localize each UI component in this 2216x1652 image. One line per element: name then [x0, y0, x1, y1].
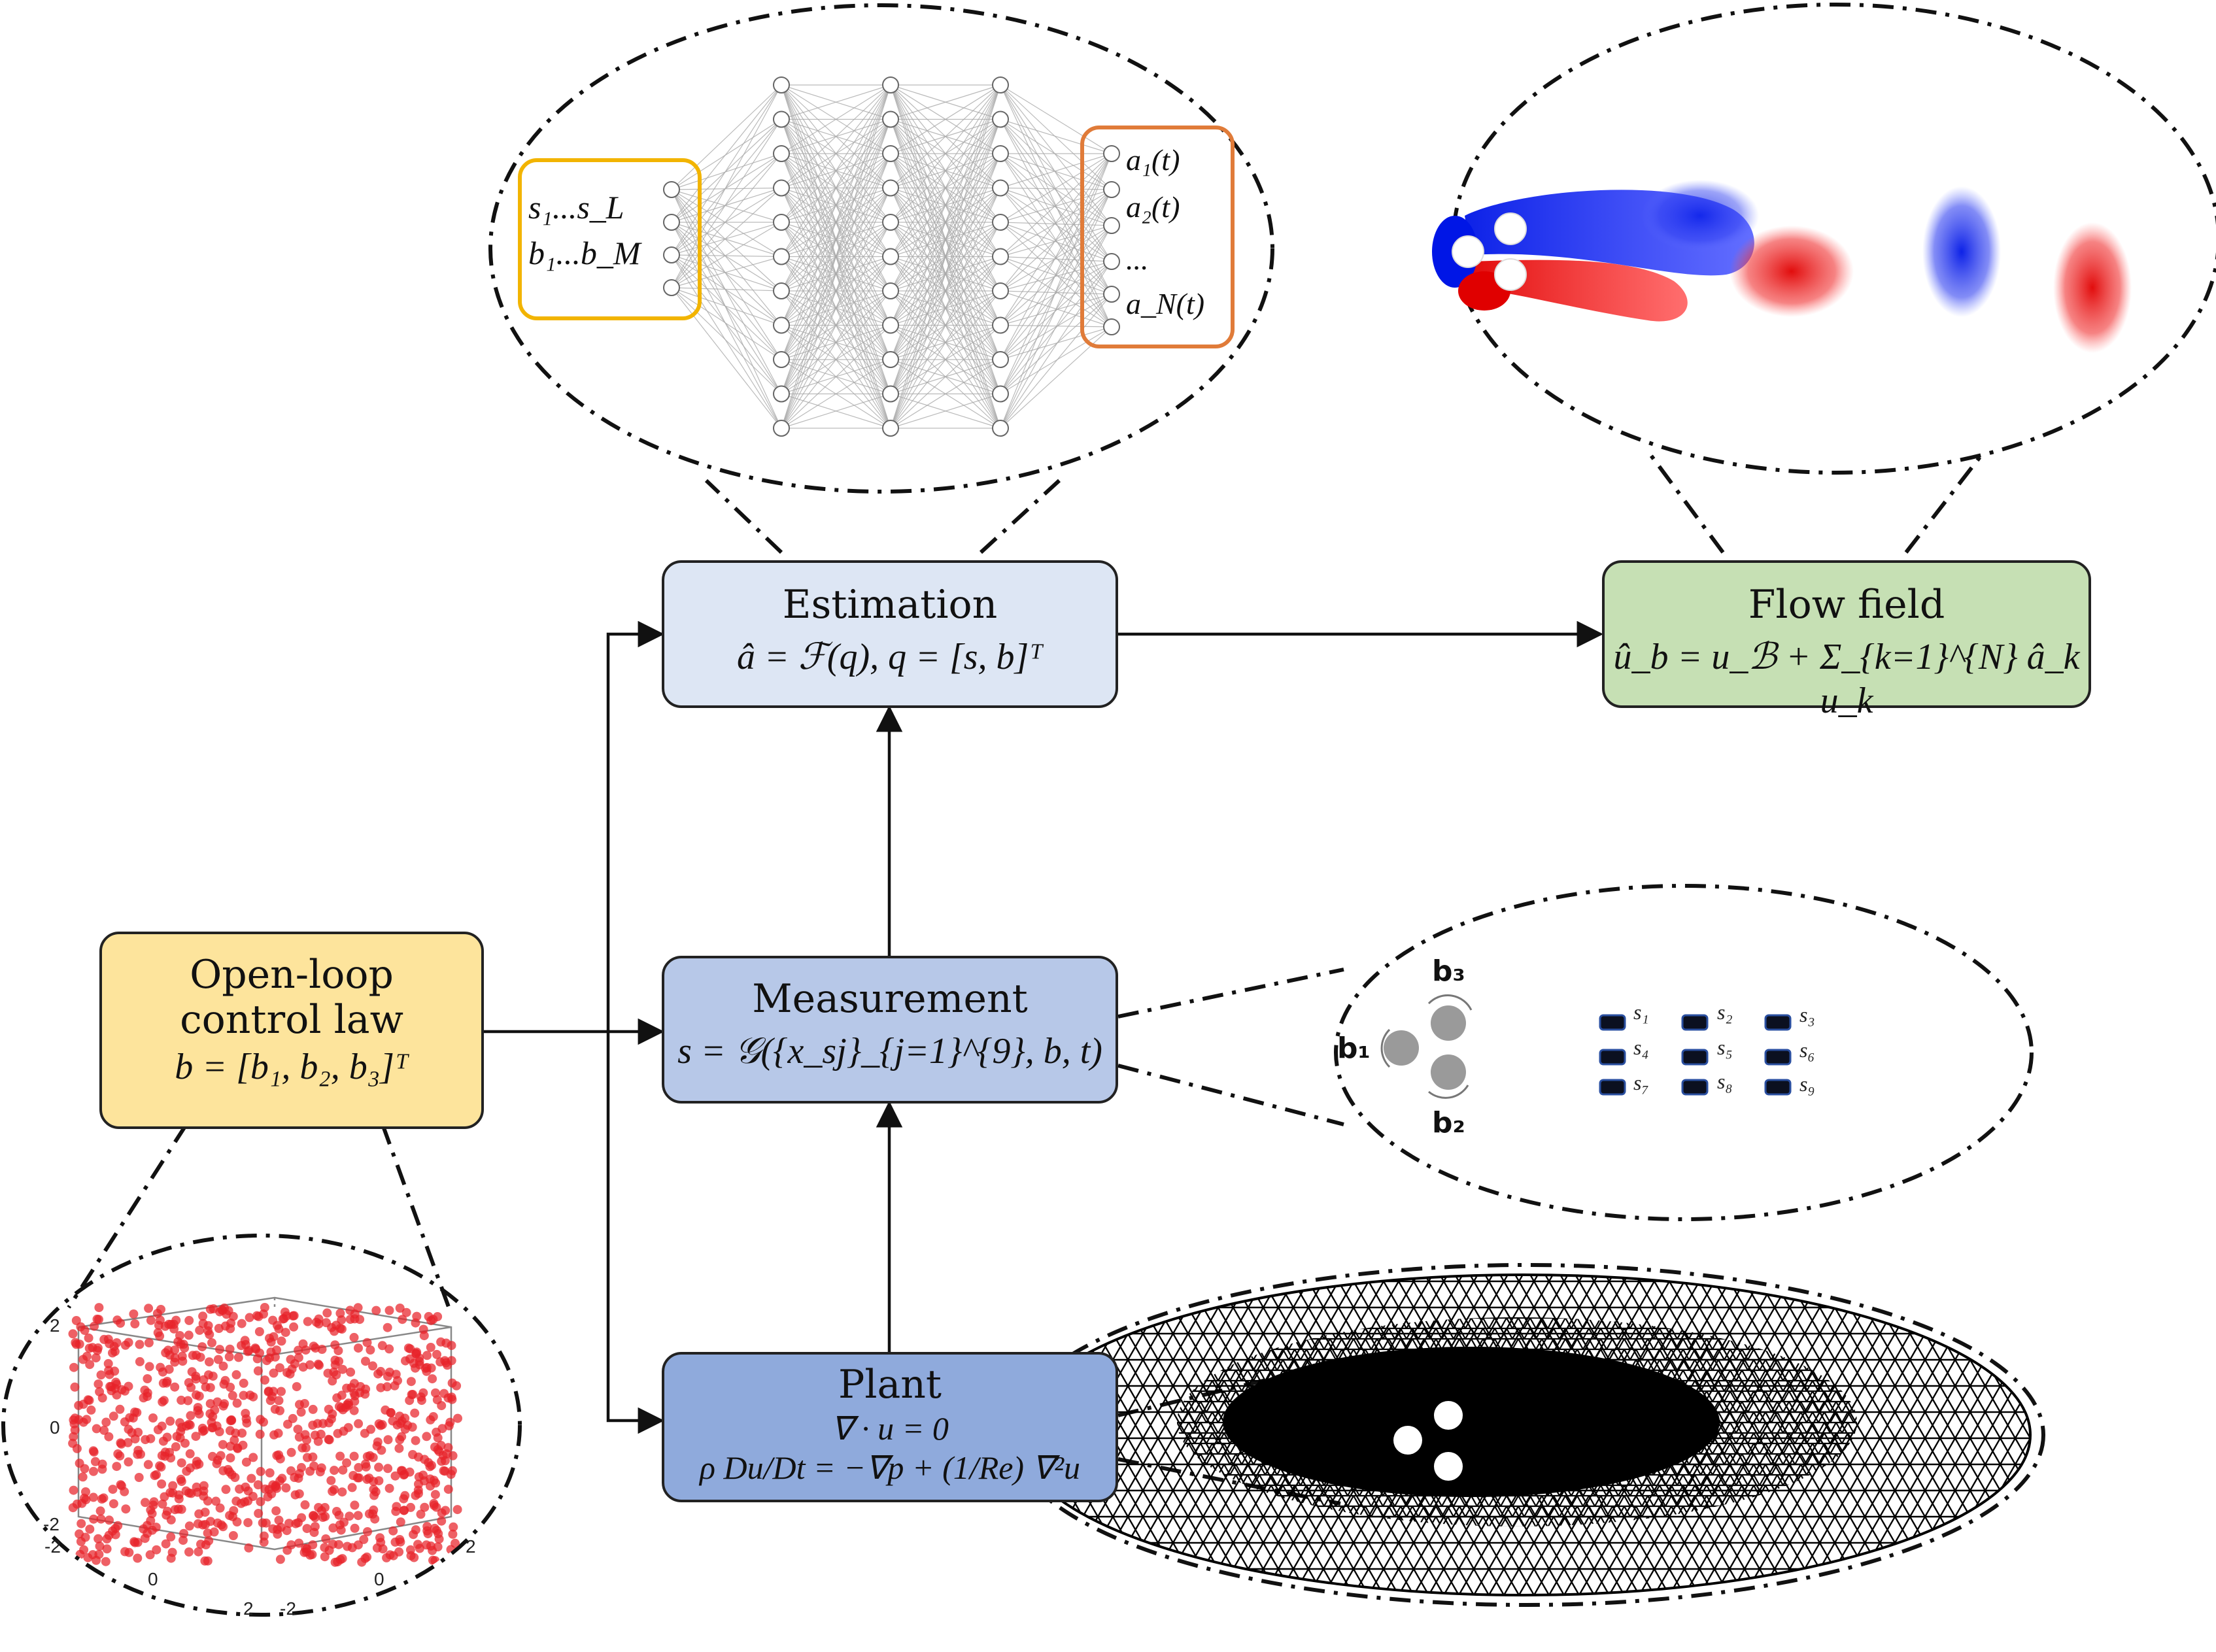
arrow-control-to-estimation	[606, 620, 665, 1032]
scatter-y-tick-mid: 0	[374, 1569, 384, 1589]
plant-title: Plant	[838, 1362, 942, 1408]
control-equation: b = [b₁, b₂, b₃]ᵀ	[175, 1047, 409, 1087]
network-output-ellipsis: ...	[1126, 243, 1149, 276]
network-zoom-ellipse	[488, 3, 1274, 494]
flowfield-box[interactable]: Flow field û_b = u_ℬ + Σ_{k=1}^{N} â_k u…	[1602, 560, 2091, 721]
neural-network-graphic	[663, 76, 1120, 437]
network-input-box	[518, 158, 702, 320]
scatter-y-tick-left: -2	[280, 1598, 296, 1619]
scatter-zoom-ellipse	[1, 1234, 522, 1617]
vortex-street-graphic	[1432, 180, 2132, 353]
scatter-x-tick-right: 2	[243, 1598, 254, 1619]
measurement-title: Measurement	[752, 976, 1028, 1022]
sensor-label-8: s₈	[1717, 1070, 1733, 1093]
flowfield-title: Flow field	[1748, 582, 1945, 628]
measurement-box[interactable]: Measurement s = 𝒢({x_sj}_{j=1}^{9}, b, t…	[662, 956, 1118, 1104]
scatter-z-tick-top: 2	[50, 1315, 60, 1336]
plant-box[interactable]: Plant ∇ · u = 0 ρ Du/Dt = −∇p + (1/Re) ∇…	[662, 1352, 1118, 1502]
sensor-label-6: s₆	[1799, 1038, 1815, 1062]
network-input-sensors-label: s₁...s_L	[528, 189, 624, 226]
sensor-label-9: s₉	[1799, 1072, 1815, 1096]
sensor-label-2: s₂	[1717, 1000, 1733, 1024]
network-output-1: a₁(t)	[1126, 143, 1180, 177]
sensor-label-1: s₁	[1633, 1000, 1649, 1024]
sensor-label-4: s₄	[1633, 1036, 1649, 1059]
sensor-label-5: s₅	[1717, 1036, 1733, 1059]
arrow-control-to-plant	[606, 1032, 665, 1434]
network-output-2: a₂(t)	[1126, 190, 1180, 224]
scatter-y-tick-right: 2	[466, 1536, 476, 1557]
computational-mesh-graphic	[1017, 1275, 2030, 1595]
scatter-z-tick-mid: 0	[50, 1417, 60, 1438]
scatter-points	[68, 1303, 462, 1567]
flow-arrows	[484, 620, 1604, 1434]
scatter-x-tick-left: -2	[44, 1536, 61, 1557]
scatter-x-tick-mid: 0	[148, 1569, 158, 1589]
actuator-b1-label: b₁	[1337, 1032, 1371, 1065]
flowfield-equation: û_b = u_ℬ + Σ_{k=1}^{N} â_k u_k	[1613, 637, 2080, 722]
network-output-box	[1080, 126, 1235, 348]
control-law-box[interactable]: Open-loop control law b = [b₁, b₂, b₃]ᵀ	[99, 932, 484, 1129]
estimation-title: Estimation	[782, 582, 998, 628]
sensor-label-7: s₇	[1633, 1071, 1649, 1094]
control-title-line1: Open-loop	[190, 952, 394, 998]
sensor-label-3: s₃	[1799, 1003, 1815, 1026]
sensor-array	[1599, 1014, 1792, 1096]
network-output-n: a_N(t)	[1126, 287, 1205, 320]
plant-momentum-equation: ρ Du/Dt = −∇p + (1/Re) ∇²u	[699, 1449, 1081, 1486]
actuator-b2-label: b₂	[1432, 1106, 1465, 1139]
plant-continuity-equation: ∇ · u = 0	[831, 1410, 949, 1447]
mesh-zoom-ellipse	[1008, 1263, 2045, 1607]
estimation-box[interactable]: Estimation â = ℱ(q), q = [s, b]ᵀ	[662, 560, 1118, 708]
network-input-actuators-label: b₁...b_M	[528, 235, 641, 271]
measurement-equation: s = 𝒢({x_sj}_{j=1}^{9}, b, t)	[677, 1031, 1102, 1071]
sensor-zoom-ellipse	[1334, 884, 2034, 1221]
estimation-equation: â = ℱ(q), q = [s, b]ᵀ	[737, 637, 1043, 677]
control-title-line2: control law	[180, 997, 403, 1043]
scatter-z-tick-bottom: -2	[43, 1514, 60, 1534]
sensor-layout-graphic	[1380, 994, 1473, 1099]
actuator-b3-label: b₃	[1432, 954, 1465, 988]
